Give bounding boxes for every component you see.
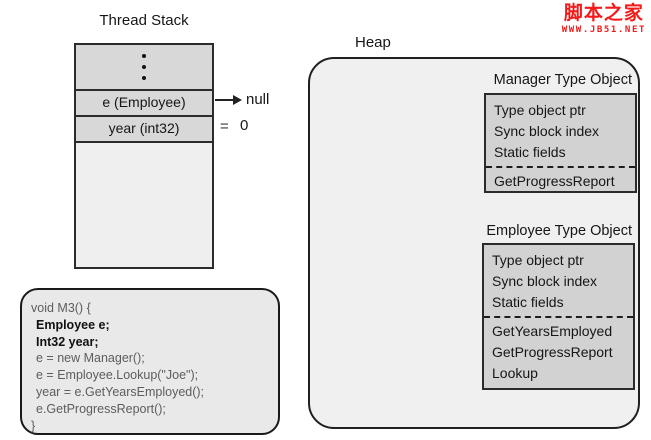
dot-icon xyxy=(142,76,146,80)
dot-icon xyxy=(142,65,146,69)
code-line: Employee e; xyxy=(36,317,110,332)
null-pointer-arrow-line xyxy=(215,99,234,101)
year-value-label: 0 xyxy=(240,117,249,134)
null-pointer-arrow-head-icon xyxy=(233,95,242,105)
equals-sign: = xyxy=(220,118,229,135)
field-row: Static fields xyxy=(492,294,564,310)
dot-icon xyxy=(142,54,146,58)
code-line: Int32 year; xyxy=(36,334,99,349)
thread-stack-title: Thread Stack xyxy=(99,12,189,29)
field-row: Type object ptr xyxy=(494,102,586,118)
heap-box: Manager Type Object Type object ptr Sync… xyxy=(308,57,640,429)
stack-free-space xyxy=(76,141,212,267)
watermark-site-url: WWW.JB51.NET xyxy=(561,25,646,35)
watermark: 脚本之家 WWW.JB51.NET xyxy=(562,3,646,35)
code-line: } xyxy=(31,418,36,433)
method-row: GetProgressReport xyxy=(492,344,613,360)
field-row: Sync block index xyxy=(494,123,600,139)
field-row: Type object ptr xyxy=(492,252,584,268)
employee-fields: Type object ptr Sync block index Static … xyxy=(484,245,633,316)
code-line: void M3() { xyxy=(31,301,91,315)
thread-stack-box: e (Employee) year (int32) xyxy=(74,43,214,269)
e-value-label: null xyxy=(246,91,270,108)
manager-type-object-box: Type object ptr Sync block index Static … xyxy=(484,93,637,193)
manager-fields: Type object ptr Sync block index Static … xyxy=(486,95,635,166)
employee-type-object-box: Type object ptr Sync block index Static … xyxy=(482,243,635,390)
method-row: GetProgressReport xyxy=(494,173,615,189)
code-line: e = new Manager(); xyxy=(36,351,145,366)
code-block: void M3() { Employee e; Int32 year; e = … xyxy=(20,288,280,435)
field-row: Static fields xyxy=(494,144,566,160)
ellipsis-dots xyxy=(76,45,212,89)
manager-methods: GetProgressReport xyxy=(486,166,635,192)
manager-type-object-title: Manager Type Object xyxy=(493,72,632,88)
employee-methods: GetYearsEmployed GetProgressReport Looku… xyxy=(484,316,633,384)
field-row: Sync block index xyxy=(492,273,598,289)
heap-title: Heap xyxy=(355,34,391,51)
code-line: year = e.GetYearsEmployed(); xyxy=(36,384,205,399)
stack-slot-year: year (int32) xyxy=(76,115,212,141)
watermark-site-name: 脚本之家 xyxy=(563,3,644,24)
code-line: e.GetProgressReport(); xyxy=(36,401,166,416)
stack-slot-e: e (Employee) xyxy=(76,89,212,115)
method-row: Lookup xyxy=(492,365,538,381)
method-row: GetYearsEmployed xyxy=(492,323,613,339)
code-line: e = Employee.Lookup("Joe"); xyxy=(36,368,199,383)
employee-type-object-title: Employee Type Object xyxy=(486,223,632,239)
